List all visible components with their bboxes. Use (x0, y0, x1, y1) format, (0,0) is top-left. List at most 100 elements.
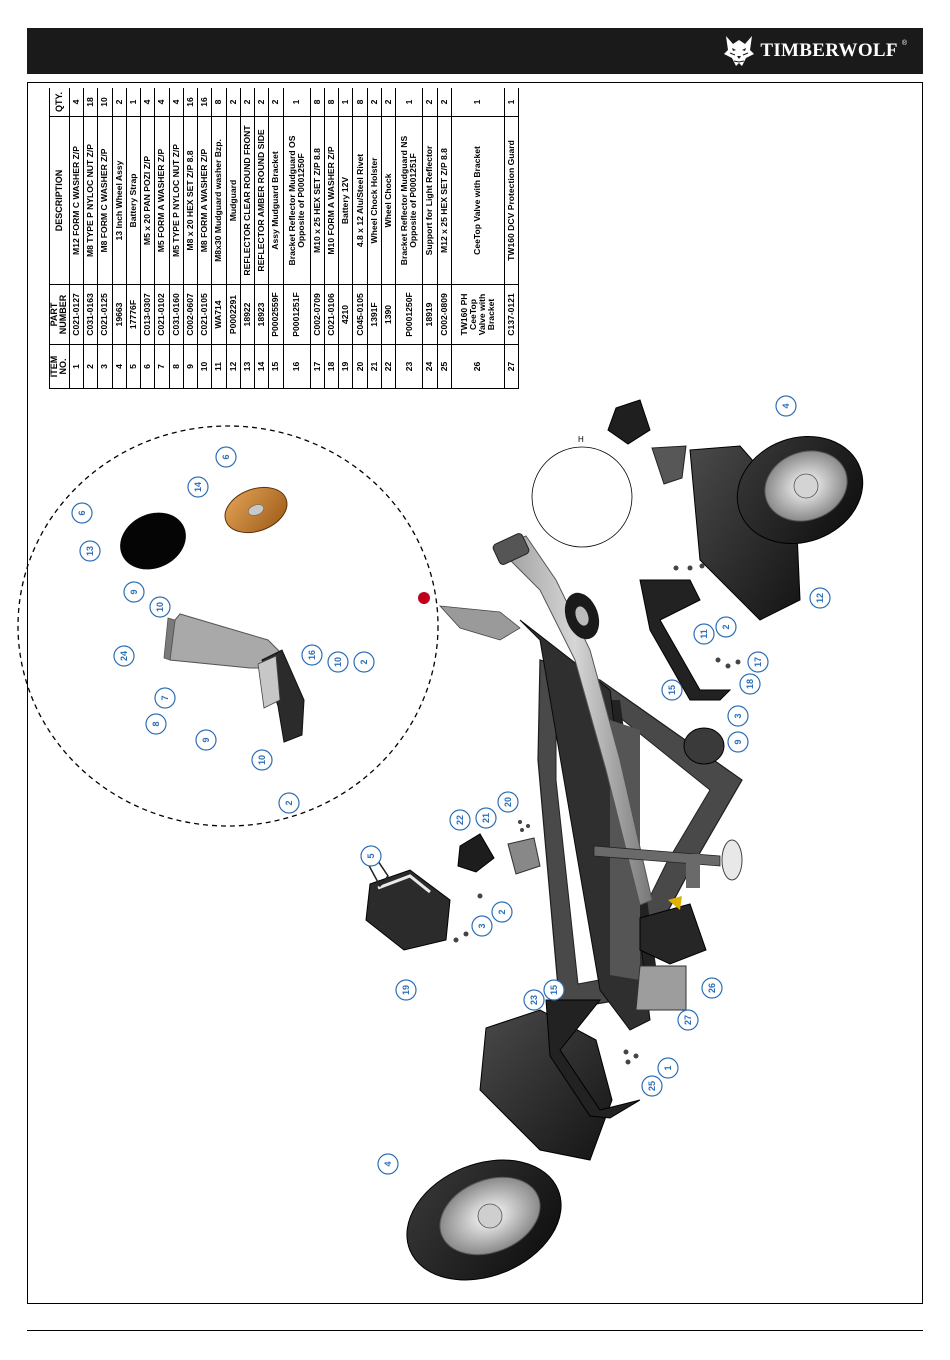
callout-number: 6 (77, 510, 87, 515)
battery (364, 857, 451, 951)
callout-number: 2 (284, 800, 294, 805)
fastener-hardware (453, 563, 741, 1065)
callout-circle (471, 915, 493, 937)
callout-circle (727, 731, 749, 753)
callout-circle (775, 395, 797, 417)
drawing-frame (27, 82, 923, 1304)
callout-balloon: 14 (187, 476, 209, 498)
callout-number: 4 (781, 403, 791, 408)
callout-circle (693, 623, 715, 645)
callout-number: 19 (401, 985, 411, 995)
callout-balloon: 19 (395, 979, 417, 1001)
callout-number: 15 (549, 985, 559, 995)
callout-balloon: 5 (360, 845, 382, 867)
callout-circle (353, 651, 375, 673)
callout-balloon: 26 (701, 977, 723, 999)
callout-circle (145, 713, 167, 735)
reflector-amber-round (224, 486, 288, 534)
wheel-chock (457, 833, 495, 873)
callout-circle (149, 596, 171, 618)
callout-circle (661, 679, 683, 701)
callout-balloon: 15 (661, 679, 683, 701)
callout-balloon: 20 (497, 791, 519, 813)
mudguard-bracket-right (639, 579, 732, 701)
callout-balloon: 2 (278, 792, 300, 814)
callout-circle (395, 979, 417, 1001)
callout-balloon: 11 (693, 623, 715, 645)
callout-balloon: 17 (747, 651, 769, 673)
callout-balloon: 12 (809, 587, 831, 609)
hitch-bracket (683, 727, 725, 765)
ceetop-valve (635, 896, 707, 1011)
callout-balloon: 2 (715, 616, 737, 638)
wolf-head-icon (724, 36, 755, 66)
callout-number: 9 (201, 737, 211, 742)
callout-number: 2 (497, 909, 507, 914)
callout-number: 15 (667, 685, 677, 695)
callout-balloon: 6 (215, 446, 237, 468)
callout-circle (715, 616, 737, 638)
callout-balloon: 23 (523, 989, 545, 1011)
brand-name: TIMBERWOLF (760, 40, 898, 61)
callout-number: 27 (683, 1015, 693, 1025)
callout-number: 7 (160, 695, 170, 700)
callout-balloon: 10 (149, 596, 171, 618)
footer-rule (27, 1330, 923, 1331)
brand-registered-mark: ® (901, 40, 907, 47)
callout-number: 22 (455, 815, 465, 825)
callout-number: 2 (359, 659, 369, 664)
callout-circle (154, 687, 176, 709)
callout-number: 9 (733, 739, 743, 744)
callout-balloon: 22 (449, 809, 471, 831)
callout-circle (113, 645, 135, 667)
bracket-mudguard-lower (545, 999, 641, 1119)
callout-circle (641, 1075, 663, 1097)
callout-circle (727, 705, 749, 727)
galvanised-drawbar (492, 533, 653, 906)
callout-circle (809, 587, 831, 609)
callout-circle (251, 749, 273, 771)
callout-circle (449, 809, 471, 831)
callout-circle (739, 673, 761, 695)
callout-circle (187, 476, 209, 498)
callout-balloon: 15 (543, 979, 565, 1001)
callout-number: 10 (155, 602, 165, 612)
callout-balloon: 6 (71, 502, 93, 524)
mudguard-lower (479, 1009, 613, 1161)
callout-number: 21 (481, 813, 491, 823)
callout-number: 4 (383, 1161, 393, 1166)
callout-circle (215, 446, 237, 468)
callout-balloon: 18 (739, 673, 761, 695)
callout-balloon: 16 (301, 644, 323, 666)
callout-balloon: 25 (641, 1075, 663, 1097)
callout-number: 9 (129, 589, 139, 594)
callout-circle (377, 1153, 399, 1175)
callout-number: 18 (745, 679, 755, 689)
callout-number: 26 (707, 983, 717, 993)
wheel-assy-upper (689, 435, 864, 621)
callout-number: 8 (151, 721, 161, 726)
callout-balloon: 4 (775, 395, 797, 417)
callout-balloon: 7 (154, 687, 176, 709)
callout-number: 3 (477, 923, 487, 928)
callout-balloon: 10 (327, 651, 349, 673)
detail-circle-large (17, 425, 439, 827)
detail-label: H (578, 435, 584, 444)
callout-number: 1 (663, 1065, 673, 1070)
callout-balloon: 9 (195, 729, 217, 751)
callout-circle (360, 845, 382, 867)
callout-number: 10 (257, 755, 267, 765)
wheel-chock-holster (507, 837, 541, 875)
callout-circle (327, 651, 349, 673)
axle-bar (593, 839, 743, 888)
callout-circle (195, 729, 217, 751)
callout-circle (79, 540, 101, 562)
callout-circle (475, 807, 497, 829)
bracket-reflector-mudguard (257, 649, 305, 743)
callout-circle (747, 651, 769, 673)
callout-circle (71, 502, 93, 524)
callout-number: 2 (721, 624, 731, 629)
reflector-clear-round (120, 512, 186, 570)
